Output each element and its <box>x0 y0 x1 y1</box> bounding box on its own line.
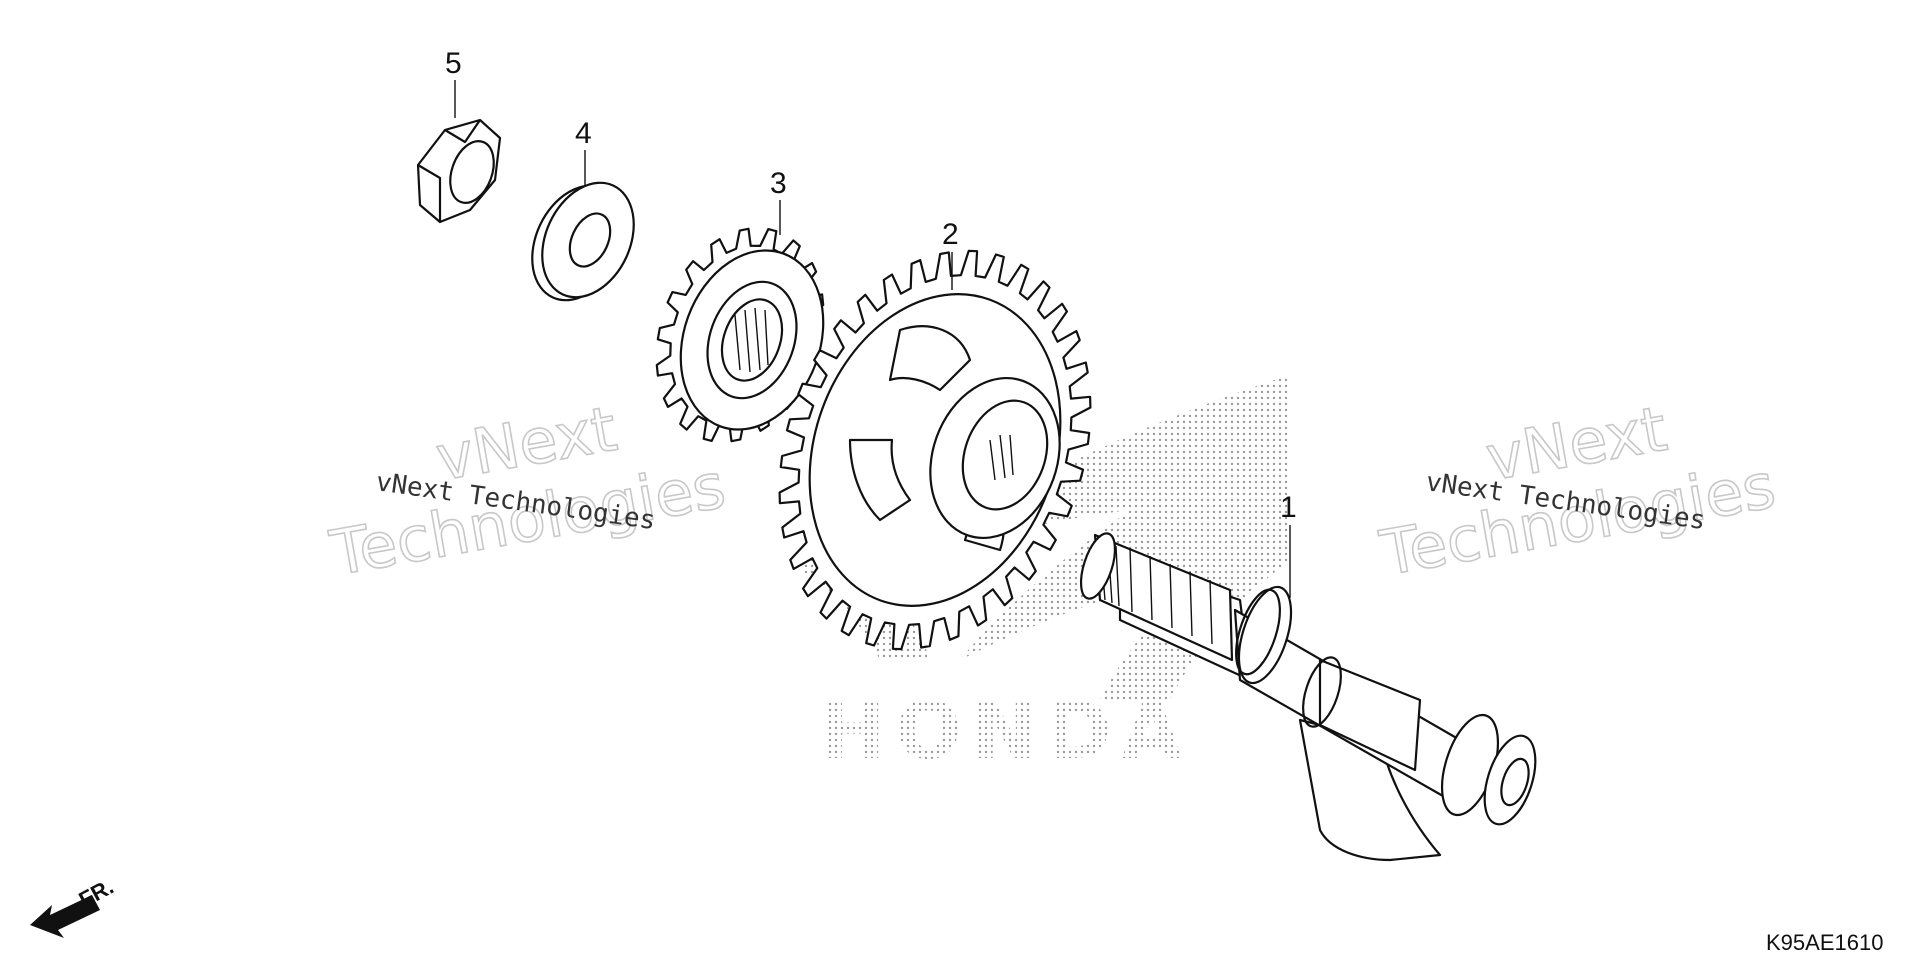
part-4-washer <box>531 181 635 302</box>
front-direction-arrow <box>30 895 100 938</box>
callout-2: 2 <box>942 218 959 251</box>
callout-3: 3 <box>770 167 787 200</box>
part-2-large-gear <box>778 249 1092 651</box>
honda-logo-text: HONDA <box>820 687 1192 777</box>
diagram-code: K95AE1610 <box>1766 930 1883 955</box>
callout-5: 5 <box>445 47 462 80</box>
watermark-right: vNext Technologies <box>1374 391 1781 591</box>
callout-1: 1 <box>1280 491 1297 524</box>
part-1-kick-shaft <box>1079 532 1537 862</box>
part-5-hex-nut <box>416 118 502 224</box>
callout-4: 4 <box>575 117 592 150</box>
